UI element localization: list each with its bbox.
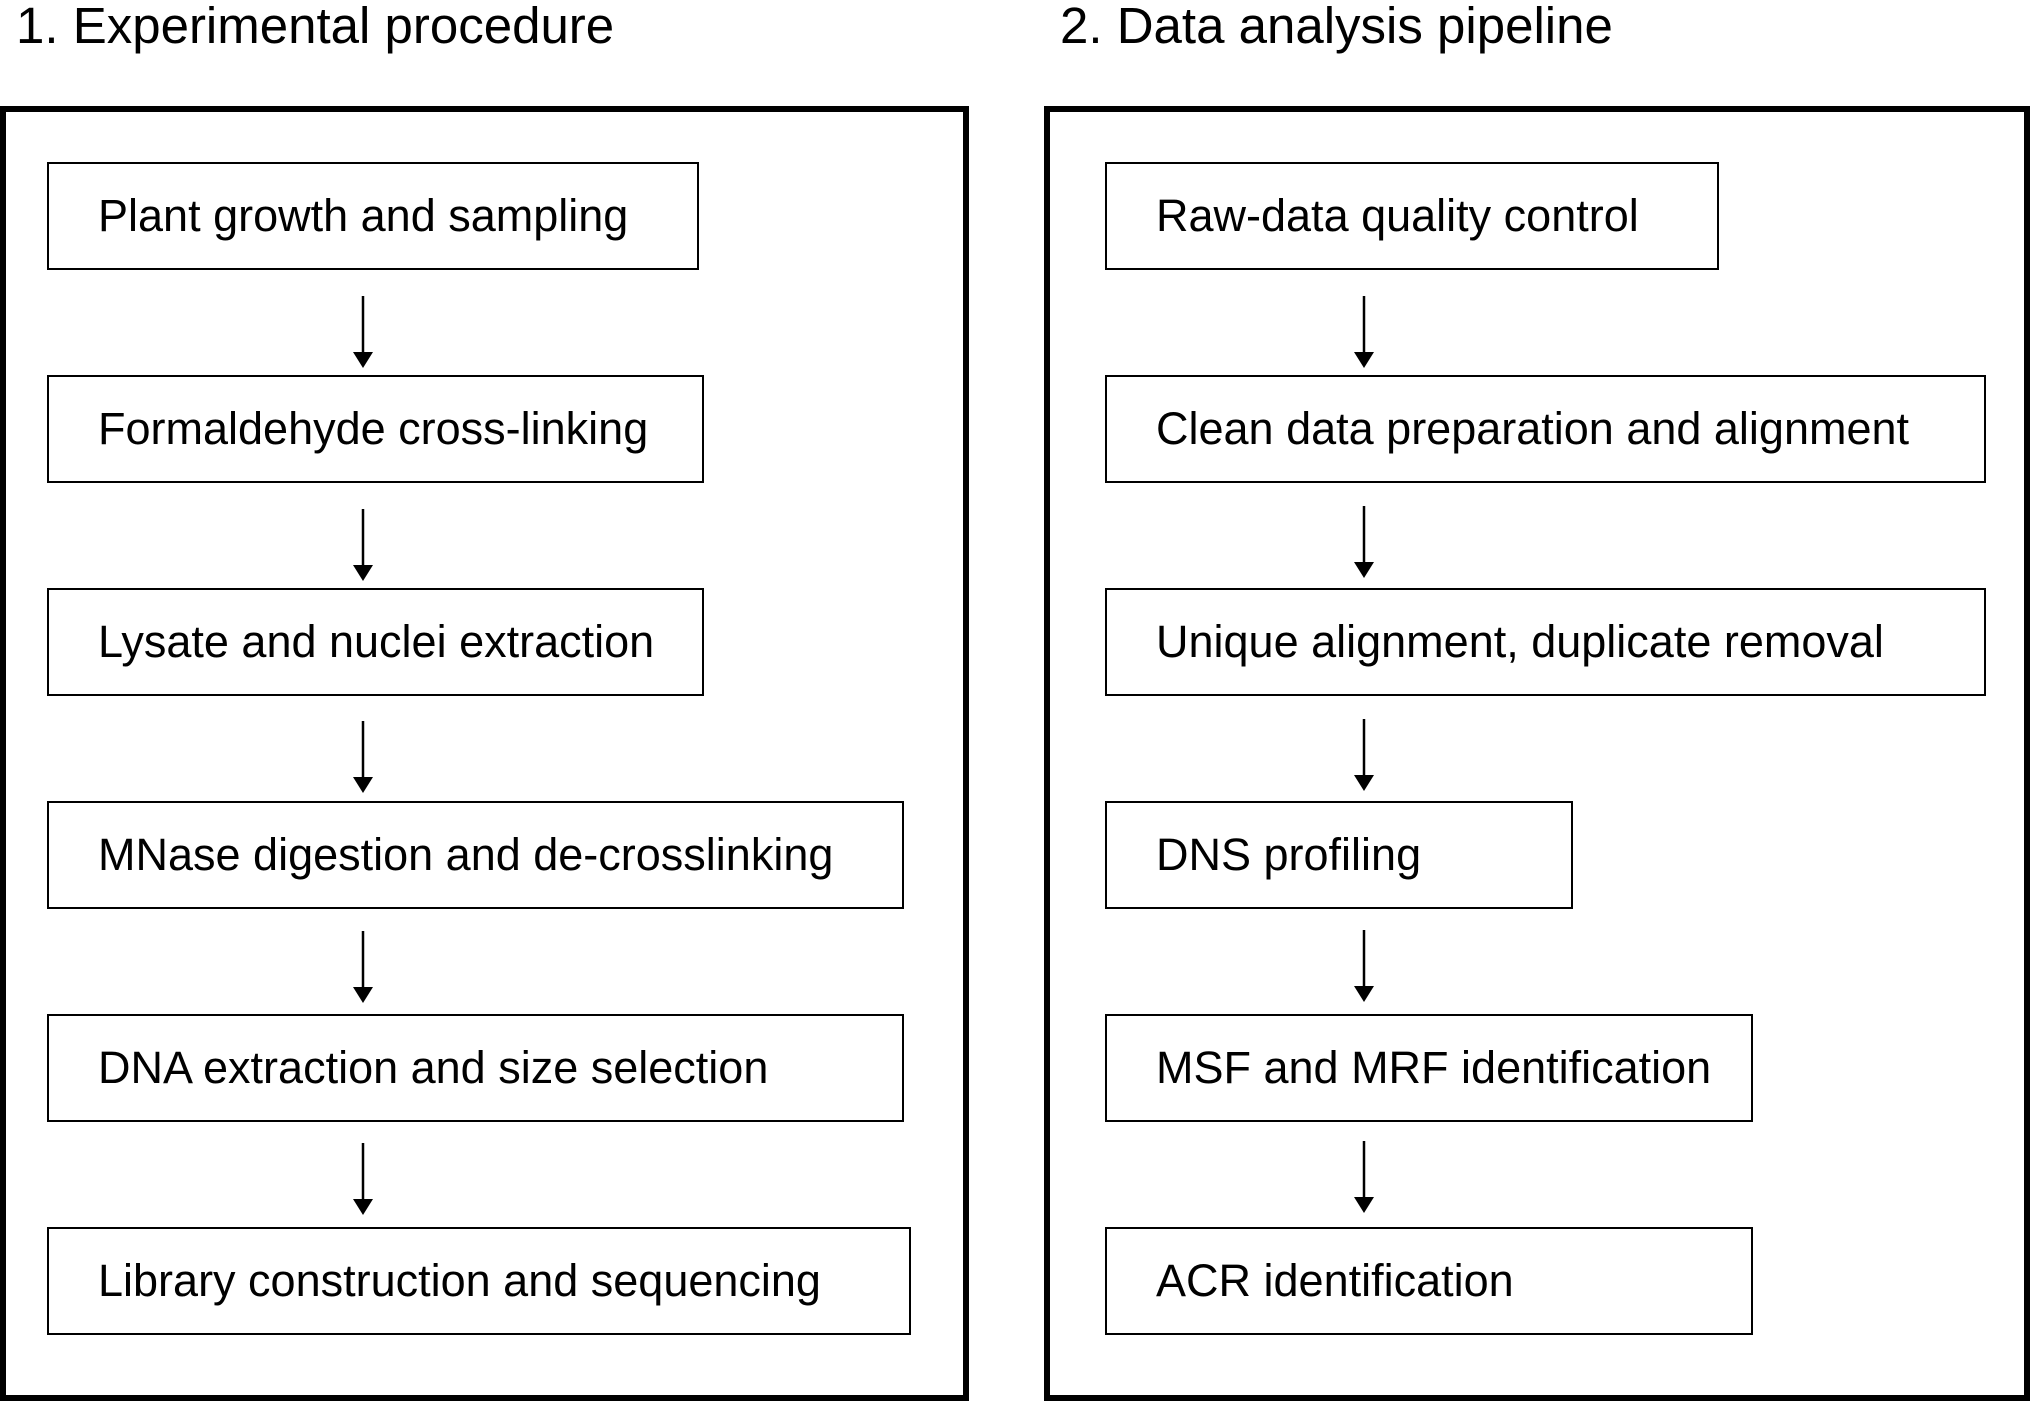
arrow-down-icon	[1354, 506, 1374, 578]
arrow-down-icon	[353, 509, 373, 581]
step-library-construction: Library construction and sequencing	[47, 1227, 911, 1335]
step-dns-profiling: DNS profiling	[1105, 801, 1573, 909]
arrow-down-icon	[1354, 719, 1374, 791]
step-raw-data-qc: Raw-data quality control	[1105, 162, 1719, 270]
arrow-down-icon	[353, 1143, 373, 1215]
step-clean-data-alignment: Clean data preparation and alignment	[1105, 375, 1986, 483]
experimental-procedure-panel	[0, 106, 969, 1401]
data-analysis-pipeline-title: 2. Data analysis pipeline	[1060, 0, 1613, 54]
step-lysate-nuclei-extraction: Lysate and nuclei extraction	[47, 588, 704, 696]
step-msf-mrf-identification: MSF and MRF identification	[1105, 1014, 1753, 1122]
step-plant-growth: Plant growth and sampling	[47, 162, 699, 270]
arrow-down-icon	[1354, 930, 1374, 1002]
step-unique-alignment: Unique alignment, duplicate removal	[1105, 588, 1986, 696]
step-formaldehyde-crosslinking: Formaldehyde cross-linking	[47, 375, 704, 483]
arrow-down-icon	[353, 721, 373, 793]
arrow-down-icon	[1354, 1141, 1374, 1213]
data-analysis-pipeline-panel	[1044, 106, 2030, 1401]
step-acr-identification: ACR identification	[1105, 1227, 1753, 1335]
experimental-procedure-title: 1. Experimental procedure	[16, 0, 615, 54]
step-dna-extraction: DNA extraction and size selection	[47, 1014, 904, 1122]
arrow-down-icon	[353, 931, 373, 1003]
arrow-down-icon	[353, 296, 373, 368]
arrow-down-icon	[1354, 296, 1374, 368]
step-mnase-digestion: MNase digestion and de-crosslinking	[47, 801, 904, 909]
